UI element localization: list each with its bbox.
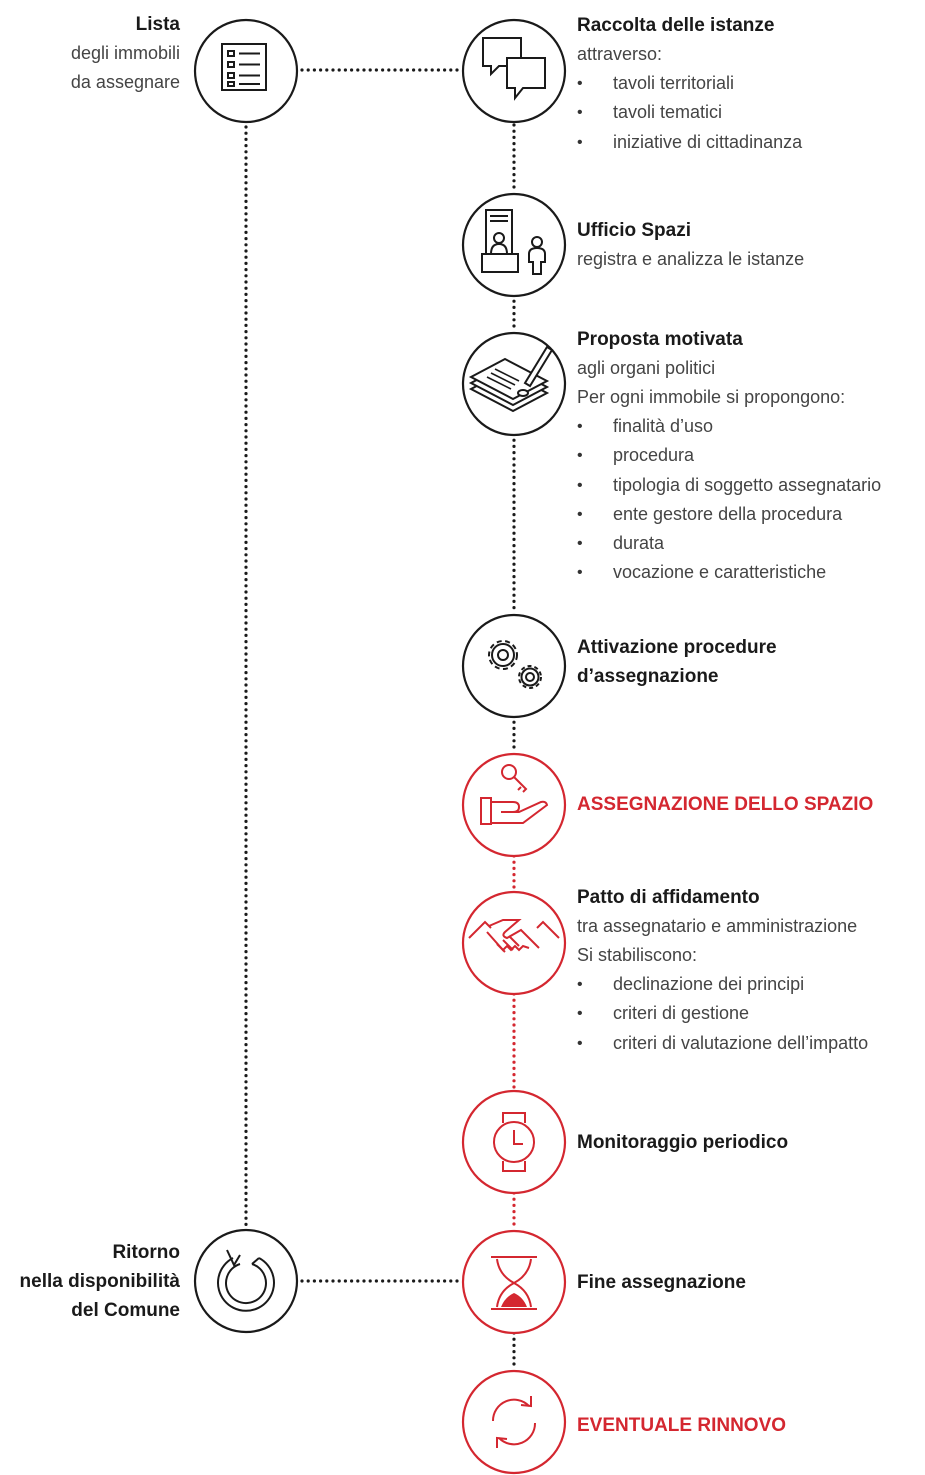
list-icon — [193, 18, 299, 124]
step-sub: attraverso: — [577, 44, 663, 64]
step-text-ufficio: Ufficio Spazi registra e analizza le ist… — [577, 216, 922, 274]
step-title: Patto di affidamento — [577, 887, 760, 908]
step-text-rinnovo: EVENTUALE RINNOVO — [577, 1411, 922, 1440]
step-bullets: tavoli territoriali tavoli tematici iniz… — [577, 69, 922, 157]
step-text-monitoraggio: Monitoraggio periodico — [577, 1128, 922, 1157]
bullet-item: declinazione dei principi — [577, 970, 922, 1000]
step-title: EVENTUALE RINNOVO — [577, 1415, 787, 1436]
bullet-item: vocazione e caratteristiche — [577, 558, 922, 588]
handshake-icon — [461, 890, 567, 996]
step-node-fine — [461, 1229, 567, 1335]
step-text-raccolta: Raccolta delle istanze attraverso: tavol… — [577, 11, 922, 157]
end-title-line-3: del Comune — [71, 1300, 180, 1321]
hourglass-icon — [461, 1229, 567, 1335]
step-bullets: declinazione dei principi criteri di ges… — [577, 970, 922, 1058]
step-title: ASSEGNAZIONE DELLO SPAZIO — [577, 794, 874, 815]
step-title: Monitoraggio periodico — [577, 1132, 789, 1153]
list-node — [193, 18, 299, 124]
step-node-proposta — [461, 331, 567, 437]
step-sub: Per ogni immobile si propongono: — [577, 387, 846, 407]
office-desk-icon — [461, 192, 567, 298]
step-node-assegnazione — [461, 752, 567, 858]
step-text-patto: Patto di affidamento tra assegnatario e … — [577, 883, 922, 1058]
step-sub: agli organi politici — [577, 358, 716, 378]
step-node-attivazione — [461, 613, 567, 719]
bullet-item: criteri di gestione — [577, 999, 922, 1029]
step-node-patto — [461, 890, 567, 996]
bullet-item: tavoli tematici — [577, 98, 922, 128]
step-bullets: finalità d’uso procedura tipologia di so… — [577, 412, 922, 588]
start-label: Lista degli immobili da assegnare — [0, 10, 180, 97]
step-title-line-1: Attivazione procedure — [577, 637, 777, 658]
step-title: Proposta motivata — [577, 329, 743, 350]
gears-icon — [461, 613, 567, 719]
bullet-item: durata — [577, 529, 922, 559]
step-sub: registra e analizza le istanze — [577, 249, 805, 269]
end-title-line-1: Ritorno — [112, 1242, 180, 1263]
return-arrow-icon — [193, 1228, 299, 1334]
bullet-item: tipologia di soggetto assegnatario — [577, 471, 922, 501]
signed-document-icon — [461, 331, 567, 437]
step-text-assegnazione: ASSEGNAZIONE DELLO SPAZIO — [577, 790, 922, 819]
step-sub: Si stabiliscono: — [577, 945, 698, 965]
start-title: Lista — [135, 14, 180, 35]
step-text-fine: Fine assegnazione — [577, 1268, 922, 1297]
step-node-ufficio — [461, 192, 567, 298]
return-node — [193, 1228, 299, 1334]
key-hand-icon — [461, 752, 567, 858]
bullet-item: tavoli territoriali — [577, 69, 922, 99]
speech-bubbles-icon — [461, 18, 567, 124]
start-line-2: da assegnare — [70, 72, 180, 92]
step-title: Ufficio Spazi — [577, 220, 692, 241]
bullet-item: finalità d’uso — [577, 412, 922, 442]
bullet-item: ente gestore della procedura — [577, 500, 922, 530]
step-sub: tra assegnatario e amministrazione — [577, 916, 858, 936]
bullet-item: iniziative di cittadinanza — [577, 128, 922, 158]
end-label: Ritorno nella disponibilità del Comune — [0, 1238, 180, 1325]
step-node-rinnovo — [461, 1369, 567, 1475]
renew-arrows-icon — [461, 1369, 567, 1475]
step-node-monitoraggio — [461, 1089, 567, 1195]
step-title-line-2: d’assegnazione — [577, 666, 719, 687]
step-title: Fine assegnazione — [577, 1272, 746, 1293]
start-line-1: degli immobili — [70, 43, 180, 63]
step-text-attivazione: Attivazione procedure d’assegnazione — [577, 633, 922, 691]
step-text-proposta: Proposta motivata agli organi politici P… — [577, 325, 922, 588]
step-node-raccolta — [461, 18, 567, 124]
bullet-item: criteri di valutazione dell’impatto — [577, 1029, 922, 1059]
step-title: Raccolta delle istanze — [577, 15, 775, 36]
watch-icon — [461, 1089, 567, 1195]
end-title-line-2: nella disponibilità — [19, 1271, 180, 1292]
bullet-item: procedura — [577, 441, 922, 471]
